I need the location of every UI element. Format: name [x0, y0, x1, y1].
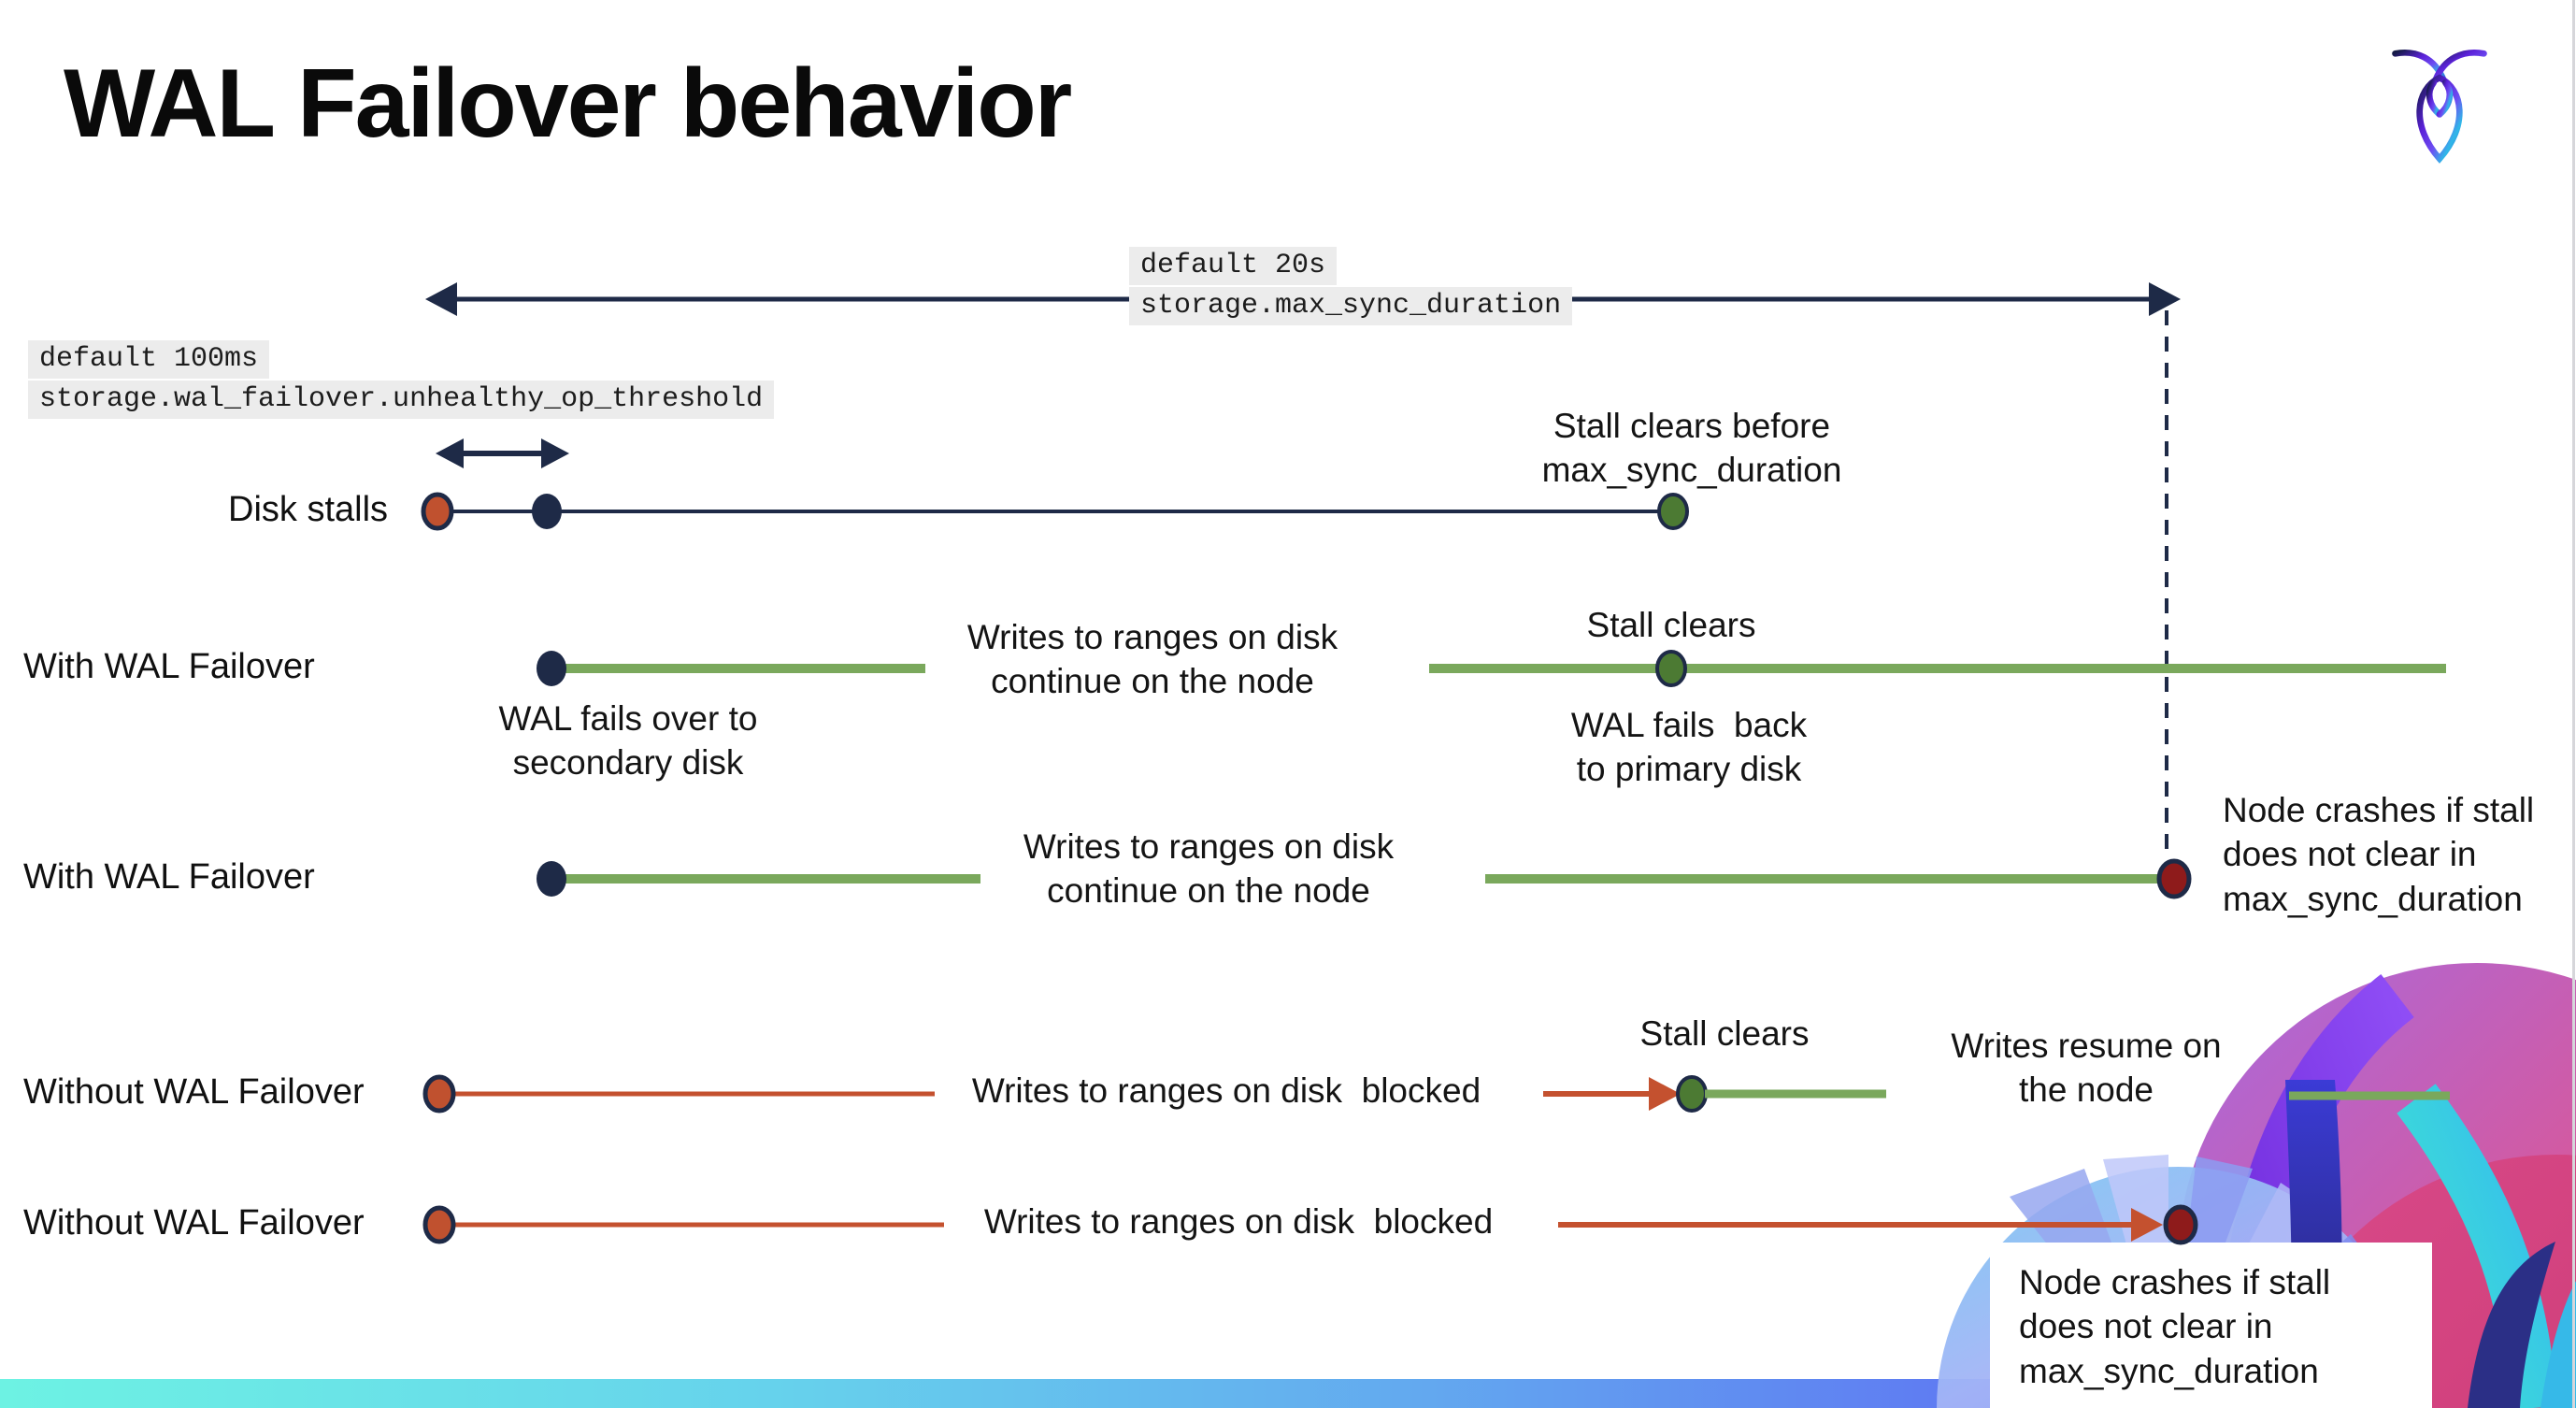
failover-dot [537, 861, 566, 897]
callout-writes-resume: Writes resume on the node [1951, 1027, 2222, 1110]
failover-dot [537, 651, 566, 686]
crash-note-card [1990, 1243, 2432, 1408]
row-with-wal-failover-1 [537, 650, 2446, 687]
setting-max-sync-duration: default 20s storage.max_sync_duration [1129, 247, 1573, 327]
arrowhead-right [2149, 282, 2181, 316]
disk-stall-start-dot [421, 492, 454, 531]
stall-clears-dot [1657, 493, 1689, 530]
unhealthy-op-threshold-arrow [436, 438, 569, 468]
disk-stall-start-dot [422, 1205, 456, 1244]
row-label-disk-stalls: Disk stalls [228, 490, 389, 529]
stall-clears-dot [1655, 650, 1687, 687]
cockroach-labs-logo-icon [2392, 50, 2487, 164]
setting-default-20s: default 20s [1129, 247, 1338, 285]
blocked-arrowhead [1649, 1077, 1681, 1111]
threshold-reached-dot [532, 494, 562, 529]
page-title: WAL Failover behavior [64, 50, 1072, 158]
row-label-with-wal-1: With WAL Failover [23, 647, 315, 686]
callout-stall-clears-1: Stall clears [1586, 606, 1756, 644]
row-label-without-wal-2: Without WAL Failover [23, 1203, 365, 1243]
callout-node-crashes-top: Node crashes if stall does not clear in … [2223, 791, 2535, 918]
art-cyan-leg [2397, 1084, 2557, 1408]
callout-stall-clears-before: Stall clears before max_sync_duration [1541, 407, 1842, 490]
row-label-without-wal-1: Without WAL Failover [23, 1072, 365, 1112]
art-leg-shape-2 [2540, 1281, 2576, 1408]
arrowhead-left [425, 282, 457, 316]
callout-wal-fails-back: WAL fails back to primary disk [1570, 706, 1808, 789]
art-leg-shape [2468, 1242, 2555, 1408]
callout-node-crashes-bottom: Node crashes if stall does not clear in … [2019, 1263, 2331, 1390]
callout-writes-blocked-2: Writes to ranges on disk blocked [983, 1202, 1494, 1241]
callout-stall-clears-2: Stall clears [1639, 1014, 1810, 1053]
disk-stall-start-dot [422, 1074, 456, 1113]
setting-default-100ms: default 100ms [28, 340, 270, 379]
callout-writes-blocked-1: Writes to ranges on disk blocked [971, 1071, 1481, 1110]
setting-unhealthy-op-name: storage.wal_failover.unhealthy_op_thresh… [28, 381, 775, 419]
setting-max-sync-name: storage.max_sync_duration [1129, 287, 1573, 325]
callout-writes-continue-1: Writes to ranges on disk continue on the… [966, 618, 1338, 701]
setting-unhealthy-op-threshold: default 100ms storage.wal_failover.unhea… [28, 340, 775, 421]
row-label-with-wal-2: With WAL Failover [23, 857, 315, 897]
stall-clears-dot [1676, 1075, 1708, 1113]
slide-right-edge [2572, 0, 2575, 1408]
row-disk-stalls [421, 492, 1689, 531]
callout-writes-continue-2: Writes to ranges on disk continue on the… [1023, 827, 1395, 911]
callout-wal-fails-over: WAL fails over to secondary disk [498, 699, 758, 783]
